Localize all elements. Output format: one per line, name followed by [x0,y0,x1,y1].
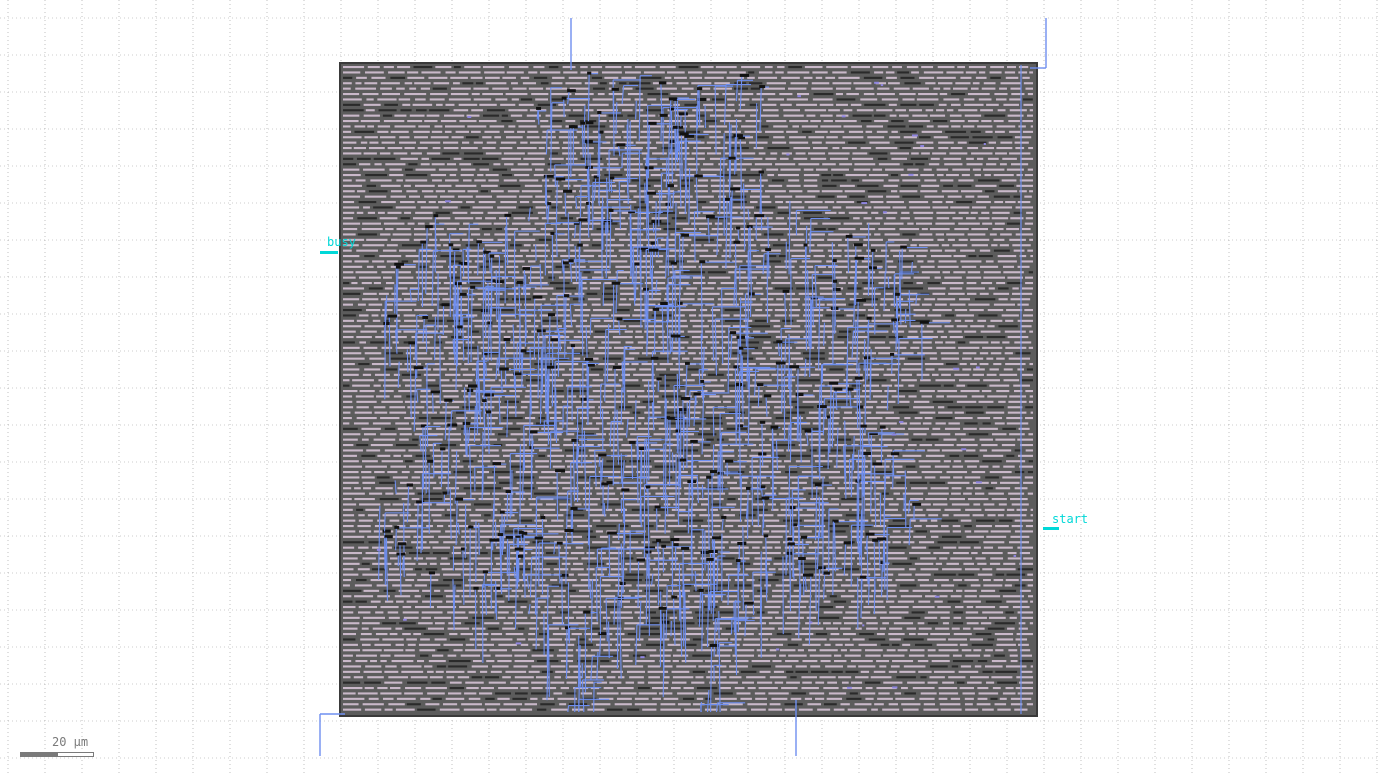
scale-rule-fill [21,753,58,756]
pin-label-start: start [1052,512,1089,526]
pin-label-busy: busy [327,235,356,249]
scale-label: 20 µm [52,735,89,749]
io-ports [319,18,1059,756]
standard-cell-rows [343,66,1033,711]
routing-wires [376,65,1022,714]
scale-bar: 20 µm [20,735,96,759]
scale-rule [20,752,94,757]
